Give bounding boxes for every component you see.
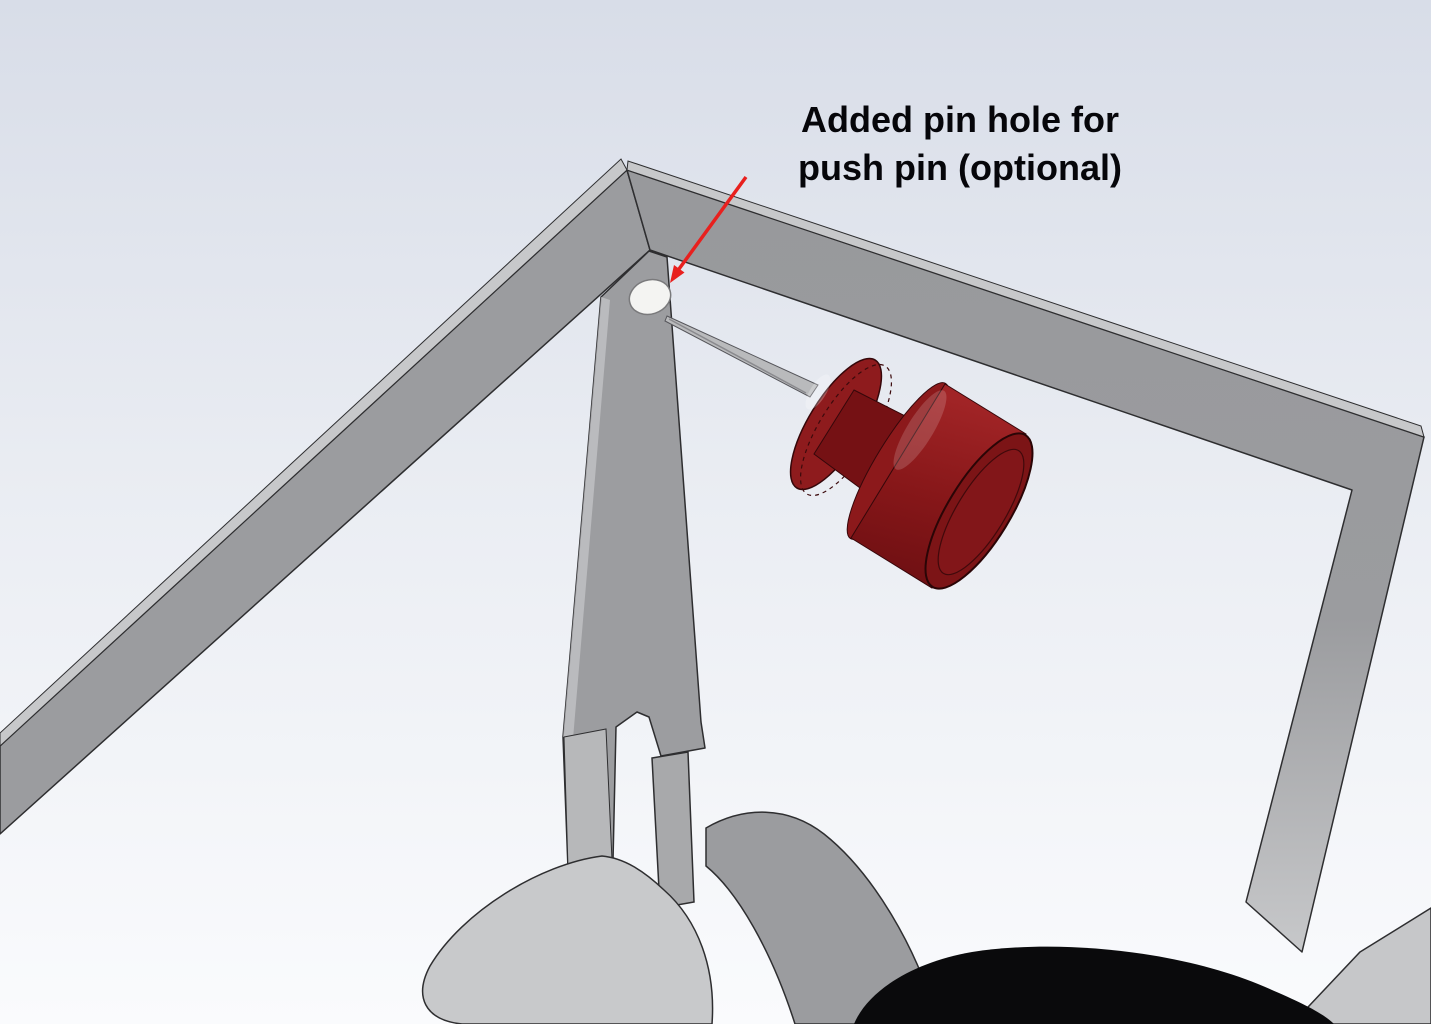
annotation-line-1: Added pin hole for xyxy=(801,99,1119,140)
strut-inner-bar xyxy=(651,751,695,909)
gripper-arm-right xyxy=(705,811,939,1024)
annotation-arrow xyxy=(677,175,748,271)
push-pin-head-face-inner xyxy=(937,448,1025,576)
strut-fork-left-leg xyxy=(563,728,613,869)
annotation-text: Added pin hole for push pin (optional) xyxy=(660,96,1260,192)
frame-top-right-bevel xyxy=(626,160,1425,438)
center-strut-highlight xyxy=(563,297,610,739)
push-pin-needle-shade xyxy=(668,318,807,394)
push-pin-highlight xyxy=(893,390,947,470)
black-component xyxy=(854,946,1334,1024)
push-pin-flange-highlight xyxy=(805,374,831,410)
annotation-line-2: push pin (optional) xyxy=(798,147,1122,188)
frame-bottom-right-piece xyxy=(1290,907,1431,1024)
pin-hole xyxy=(628,278,672,316)
push-pin-head xyxy=(850,383,1027,589)
push-pin-needle xyxy=(664,315,819,398)
annotation-arrowhead xyxy=(670,265,685,283)
frame-top-left-bevel xyxy=(0,158,628,747)
